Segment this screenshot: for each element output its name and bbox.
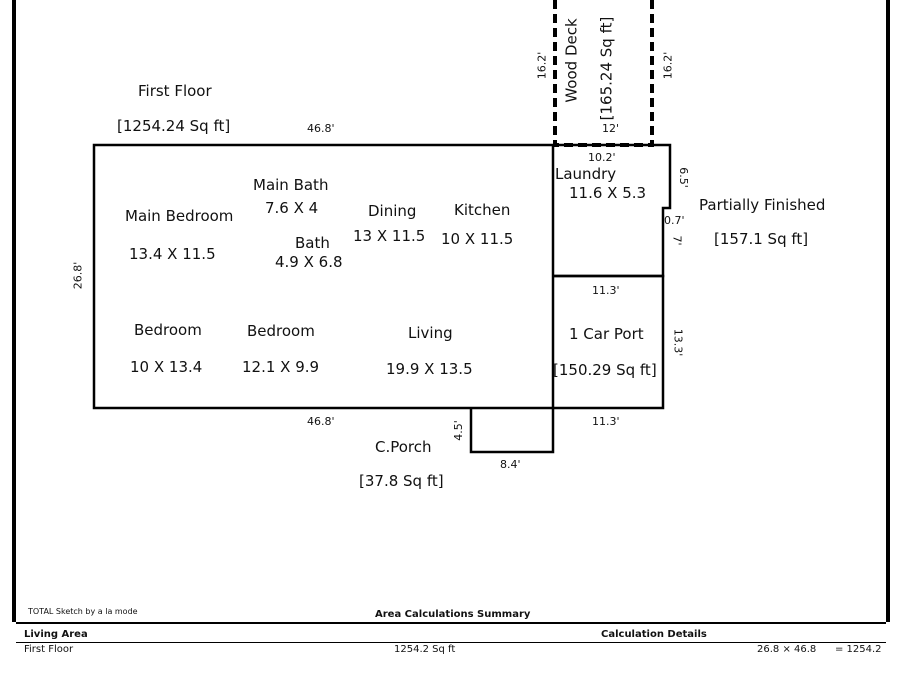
wood-deck-area: [165.24 Sq ft] [597,16,616,121]
porch-name: C.Porch [375,438,432,456]
room-bedroom-2-size: 12.1 X 9.9 [242,358,320,376]
dim-laundry-side-2: 0.7' [664,214,685,227]
partially-finished-area: [157.1 Sq ft] [714,230,809,248]
room-main-bedroom-size: 13.4 X 11.5 [129,245,216,263]
carport-outline [553,274,665,410]
row-first-floor-calc: 26.8 × 46.8 [757,644,817,655]
porch-outline [469,408,555,454]
room-dining-size: 13 X 11.5 [353,227,426,245]
dim-carport-top: 11.3' [592,284,620,297]
dim-carport-right: 13.3' [671,328,685,357]
wood-deck-outline [553,0,654,147]
room-main-bath-name: Main Bath [253,176,329,194]
dim-top-main: 46.8' [307,122,335,135]
dim-bottom-main: 46.8' [307,415,335,428]
sketch-credit: TOTAL Sketch by a la mode [28,607,138,616]
dim-deck-left: 16.2' [535,51,549,80]
room-bath-size: 4.9 X 6.8 [275,253,343,271]
dim-porch-left: 4.5' [451,420,465,441]
carport-name: 1 Car Port [569,325,644,343]
row-first-floor-label: First Floor [24,644,74,655]
dim-deck-bottom: 12' [602,122,620,135]
room-living-size: 19.9 X 13.5 [386,360,473,378]
summary-header-rule [16,642,886,643]
row-first-floor-result: = 1254.2 [835,644,882,655]
room-bedroom-1-name: Bedroom [134,321,202,339]
carport-area: [150.29 Sq ft] [553,361,657,379]
porch-area: [37.8 Sq ft] [359,472,444,490]
room-laundry-name: Laundry [555,165,617,183]
summary-title: Area Calculations Summary [375,609,531,620]
room-living-name: Living [408,324,453,342]
room-main-bath-size: 7.6 X 4 [265,199,319,217]
room-kitchen-size: 10 X 11.5 [441,230,514,248]
room-laundry-size: 11.6 X 5.3 [569,184,647,202]
room-bedroom-2-name: Bedroom [247,322,315,340]
dim-carport-bottom: 11.3' [592,415,620,428]
right-frame-border [886,0,890,622]
room-bath-name: Bath [295,234,330,252]
dim-laundry-side-1: 6.5' [676,167,690,188]
room-main-bedroom-name: Main Bedroom [125,207,234,225]
calculation-details-header: Calculation Details [601,629,707,640]
dim-laundry-side-3: 7' [670,235,684,246]
dim-laundry-top: 10.2' [588,151,616,164]
living-area-header: Living Area [24,629,88,640]
dim-left-main: 26.8' [71,261,85,290]
area-calculations-summary: TOTAL Sketch by a la mode Area Calculati… [16,608,886,675]
summary-top-rule [16,622,886,624]
room-dining-name: Dining [368,202,417,220]
room-kitchen-name: Kitchen [454,201,511,219]
dim-porch-bottom: 8.4' [500,458,521,471]
partially-finished-name: Partially Finished [699,196,826,214]
left-frame-border [12,0,16,622]
room-bedroom-1-size: 10 X 13.4 [130,358,203,376]
floor-area: [1254.24 Sq ft] [117,117,231,135]
floor-title: First Floor [138,82,212,100]
dim-deck-right: 16.2' [661,51,675,80]
wood-deck-name: Wood Deck [562,18,581,103]
row-first-floor-area: 1254.2 Sq ft [394,644,456,655]
